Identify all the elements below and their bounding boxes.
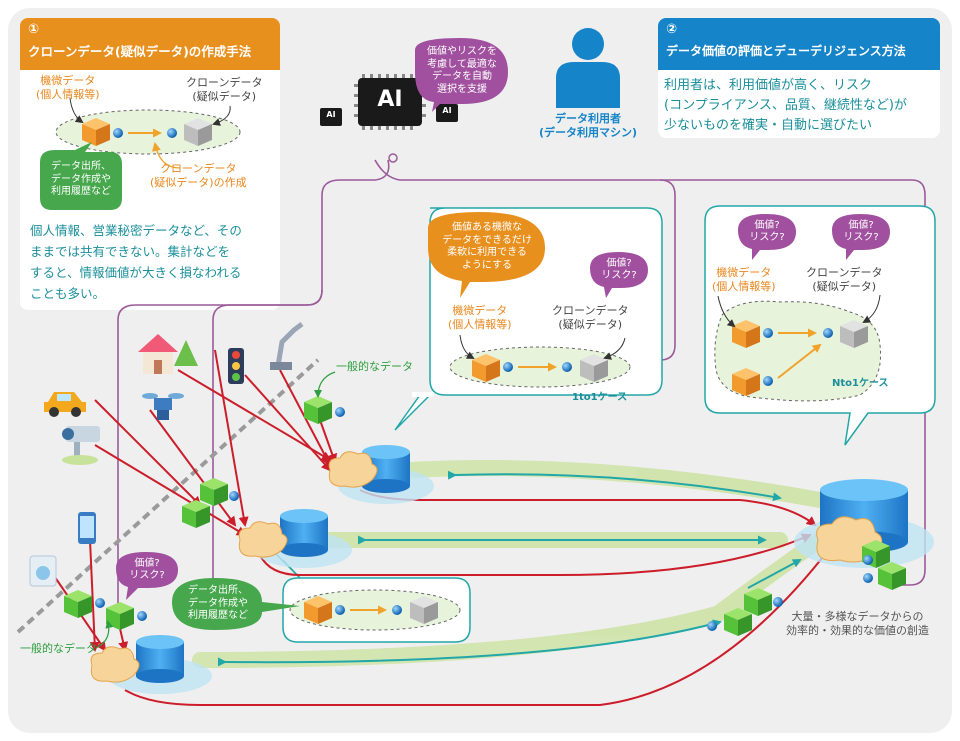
case-1to1-value-bubble: 価値ある機微な データをできるだけ 柔軟に利用できる ようにする (442, 222, 532, 271)
case-nto1-risk-bubble-left: 価値? リスク? (749, 219, 785, 244)
ai-bubble: 価値やリスクを 考慮して最適な データを自動 選択を支援 (427, 46, 497, 95)
case-1to1-original-label: 機微データ (個人情報等) (448, 304, 512, 331)
panel1-original-label: 機微データ (個人情報等) (36, 74, 100, 101)
panel1-header (20, 18, 280, 70)
cloud-icon-1 (328, 451, 378, 488)
network-risk-bubble: 価値? リスク? (129, 557, 165, 582)
panel1-clone-cube-icon (184, 118, 212, 146)
panel2-header (658, 18, 940, 70)
panel1-dot-icon-2 (167, 128, 177, 138)
smartphone-icon (78, 512, 96, 544)
case-1to1-label: 1to1ケース (572, 392, 628, 403)
house-icon (138, 334, 198, 374)
case-nto1-original-cube-icon-1 (732, 320, 760, 348)
dot-icons (95, 407, 873, 631)
panel1-source-bubble-shape (40, 142, 122, 210)
ai-chip-icon (354, 74, 426, 130)
traffic-light-icon (228, 348, 244, 384)
person-icon (556, 28, 620, 108)
purple-line-main (374, 159, 926, 586)
robot-arm-icon (270, 322, 304, 370)
ai-chip-label: AI (377, 87, 403, 112)
case-nto1-risk-bubble-left-shape (738, 214, 796, 260)
panel2-title: データ価値の評価とデューデリジェンス方法 (666, 44, 906, 58)
panel1-title: クローンデータ(疑似データ)の作成手法 (28, 44, 252, 59)
panel1-creation-label: クローンデータ (疑似データ)の作成 (150, 162, 247, 189)
panel1-clone-label: クローンデータ (疑似データ) (186, 76, 263, 103)
case-1to1-risk-bubble-shape (590, 252, 648, 298)
case-nto1-label: Nto1ケース (832, 378, 889, 389)
washing-machine-icon (29, 555, 57, 587)
panel1-description: 個人情報、営業秘密データなど、その ままでは共有できない。集計などを すると、情… (30, 223, 242, 301)
drone-icon (142, 393, 184, 420)
small-ai-chip-label-left: AI (326, 110, 336, 119)
general-data-label-top: 一般的なデータ (336, 360, 413, 373)
general-data-label-bottom: 一般的なデータ (20, 642, 97, 655)
case-1to1-clone-cube-icon (580, 354, 608, 382)
panel1-number: ① (28, 22, 40, 37)
camera-icon (62, 426, 100, 465)
cloud-icon-2 (238, 521, 288, 558)
case-nto1-risk-bubble-right-shape (832, 214, 890, 260)
panel1-original-cube-icon (82, 118, 110, 146)
network-source-bubble: データ出所、 データ作成や 利用履歴など (188, 585, 248, 622)
panel2-body (658, 70, 940, 138)
car-icon (44, 392, 86, 417)
case-nto1-original-label: 機微データ (個人情報等) (712, 266, 776, 293)
small-ai-chip-icon-left (320, 108, 342, 126)
case-1to1-clone-label: クローンデータ (疑似データ) (552, 304, 629, 331)
small-ai-chip-icon-right (436, 104, 458, 122)
cloud-icon-3 (90, 646, 140, 683)
boundary-dashed-line (16, 358, 320, 634)
network-risk-bubble-shape (116, 552, 178, 600)
panel2-description: 利用者は、利用価値が高く、リスク (コンプライアンス、品質、継続性など)が 少な… (664, 78, 907, 133)
case-nto1-original-cube-icon-2 (732, 368, 760, 396)
panel2-number: ② (666, 22, 678, 37)
case-1to1-risk-bubble: 価値? リスク? (601, 257, 637, 282)
case-nto1-clone-label: クローンデータ (疑似データ) (806, 266, 883, 293)
small-ai-chip-label-right: AI (442, 106, 452, 115)
case-nto1-clone-cube-icon (840, 320, 868, 348)
user-label: データ利用者 (データ利用マシン) (538, 112, 638, 139)
case-1to1-value-bubble-shape (428, 212, 545, 298)
panel1-dot-icon (113, 128, 123, 138)
case-1to1-original-cube-icon (472, 354, 500, 382)
network-source-bubble-shape (172, 578, 300, 630)
panel1-source-bubble: データ出所、 データ作成や 利用履歴など (51, 161, 111, 198)
value-creation-label: 大量・多様なデータからの 効率的・効果的な価値の創造 (786, 610, 929, 637)
case-nto1-risk-bubble-right: 価値? リスク? (843, 219, 879, 244)
ai-bubble-shape (415, 38, 508, 112)
